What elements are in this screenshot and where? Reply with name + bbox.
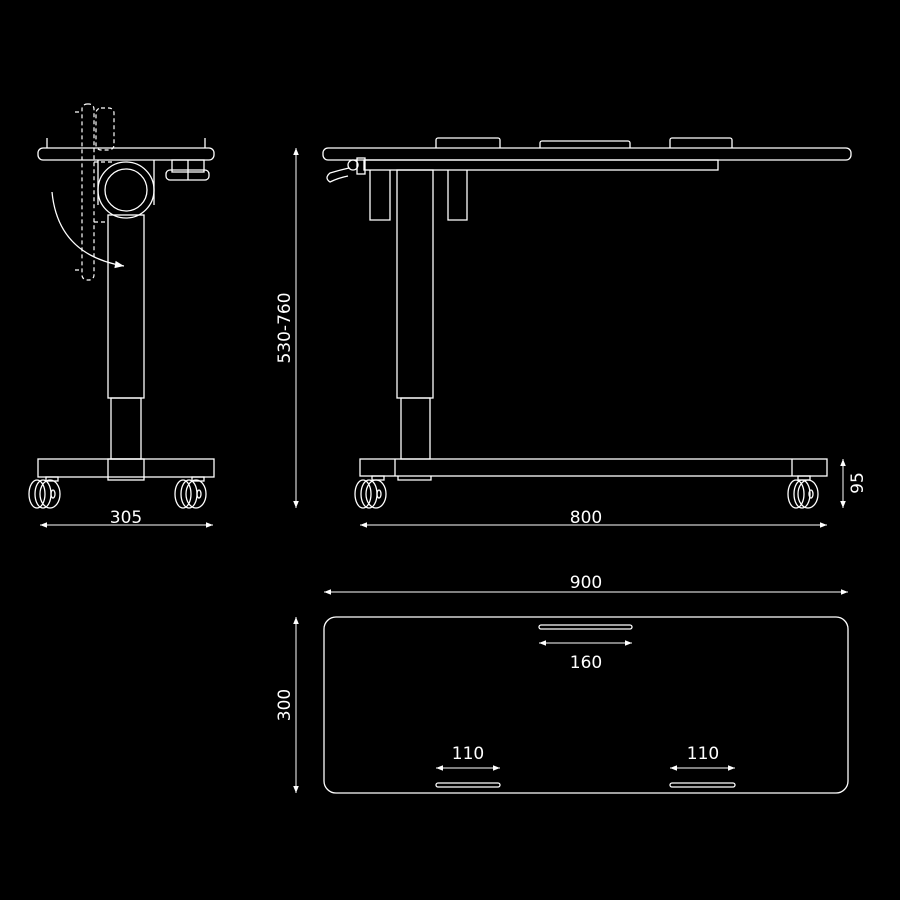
dimension-label-800: 800 [570,508,602,528]
side-hub-inner [104,168,148,212]
front-wheel-left [354,475,387,509]
dimension-label-160: 160 [570,653,602,673]
tilt-arrow [51,191,125,269]
top-slot-right [669,782,736,788]
front-lever [326,157,366,183]
side-column-upper [107,214,145,399]
front-view: 530-760 800 95 [275,137,868,528]
side-wheel-right [174,476,207,509]
side-wheel-left [28,476,61,509]
front-wheel-right [787,475,819,509]
dimension-label-110-right: 110 [687,744,719,764]
side-hub-outer [97,161,155,219]
top-view: 900 300 160 110 110 [275,573,849,794]
dimension-label-110-left: 110 [452,744,484,764]
top-slot-left [435,782,501,788]
top-slot-center [538,624,633,630]
side-bracket [97,160,155,205]
side-tabletop [37,147,215,161]
front-handle [669,137,733,148]
dimension-label-305: 305 [110,508,142,528]
side-view: 305 [28,103,215,528]
side-base-block [107,458,145,481]
front-side-pads [369,170,468,221]
front-handle [435,137,501,148]
dimension-label-300: 300 [275,689,295,721]
top-tabletop [323,616,849,794]
dimension-label-height: 530-760 [275,292,295,363]
front-base [359,458,828,477]
side-base [37,458,215,478]
front-rail [363,159,719,171]
side-column-lower [110,397,142,460]
side-tilted-top-dashed [75,103,115,281]
front-column-upper [396,169,434,399]
front-base-divisions [394,459,793,481]
dimension-label-900: 900 [570,573,602,593]
front-tabletop [322,147,852,161]
dimension-label-95: 95 [848,472,868,494]
front-column-lower [400,397,431,460]
front-handle [539,140,631,148]
side-clamp [165,159,210,181]
